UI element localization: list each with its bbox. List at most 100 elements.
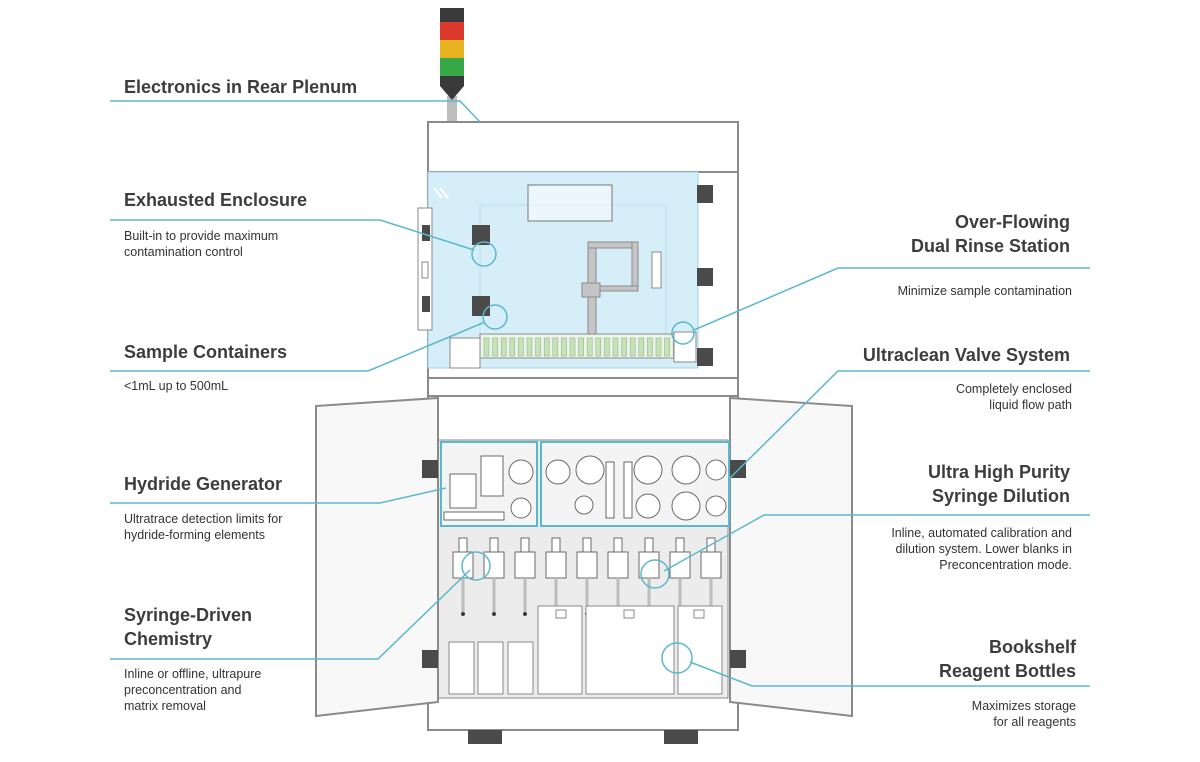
sample-tube	[638, 337, 645, 357]
callout-circle-syringe-chem	[461, 551, 491, 581]
callout-circle-dilution	[640, 559, 670, 589]
syringe-barrel	[489, 537, 499, 553]
glass-glint	[433, 187, 443, 199]
sample-tube	[500, 337, 507, 357]
sample-block	[449, 337, 481, 369]
callout-rinse-title: Over-Flowing Dual Rinse Station	[911, 210, 1070, 258]
callout-circle-sample	[482, 304, 508, 330]
sample-tube	[492, 337, 498, 357]
syringe-barrel	[613, 537, 623, 553]
rinse-station	[673, 331, 697, 363]
autosampler-bar	[587, 241, 639, 249]
callout-valve-desc: Completely enclosed liquid flow path	[956, 381, 1072, 413]
door-hinge	[422, 650, 438, 668]
valve-array	[545, 455, 727, 521]
title-line: Bookshelf	[988, 637, 1076, 657]
sample-tube	[629, 337, 636, 357]
desc-line: Built-in to provide maximum	[124, 229, 279, 243]
signal-tower	[440, 8, 464, 122]
side-latch	[422, 225, 430, 241]
callout-electronics-title: Electronics in Rear Plenum	[124, 77, 358, 97]
sample-tube	[647, 337, 653, 357]
tower-green-light	[440, 58, 464, 76]
valve	[633, 455, 663, 485]
sample-tube	[604, 337, 610, 357]
title-line: Ultra High Purity	[927, 462, 1070, 482]
bottle-cap	[555, 609, 567, 619]
syringe-barrel	[675, 537, 685, 553]
valve	[705, 459, 727, 481]
title-line: Over-Flowing	[954, 212, 1070, 232]
small-bottle	[448, 641, 475, 695]
valve-rail	[605, 461, 615, 519]
leader-electronics	[110, 100, 481, 123]
hydride-pump	[480, 455, 504, 497]
desc-line: <1mL up to 500mL	[124, 379, 229, 393]
desc-line: hydride-forming elements	[124, 528, 266, 542]
callout-bookshelf-title: Bookshelf Reagent Bottles	[939, 635, 1076, 683]
valve-panel	[540, 441, 730, 527]
exhausted-enclosure	[417, 171, 739, 379]
syringe-barrel	[644, 537, 654, 553]
sample-tube	[586, 337, 593, 357]
bottle-cap	[693, 609, 705, 619]
sample-tube	[552, 337, 559, 357]
hydride-valve	[508, 459, 534, 485]
tower-cone	[440, 86, 464, 100]
tower-amber-light	[440, 40, 464, 58]
syringe-pump	[669, 551, 691, 579]
desc-line: Inline or offline, ultrapure	[124, 667, 262, 681]
door-hinge	[730, 650, 746, 668]
desc-line: Minimize sample contamination	[897, 284, 1072, 298]
lower-cabinet	[315, 395, 853, 744]
right-door	[729, 396, 853, 718]
enclosure-latch	[472, 225, 490, 245]
side-panel-window	[421, 261, 429, 279]
desc-line: Ultratrace detection limits for	[124, 512, 283, 526]
syringe-array	[452, 537, 722, 616]
syringe-pump	[638, 551, 660, 579]
desc-line: Maximizes storage	[971, 699, 1076, 713]
desc-line: for all reagents	[993, 715, 1076, 729]
cabinet-ledge	[427, 377, 739, 397]
large-bottle	[537, 605, 583, 695]
sample-tube	[543, 337, 550, 357]
sample-tube	[518, 337, 524, 357]
callout-bookshelf-desc: Maximizes storage for all reagents	[972, 698, 1076, 730]
syringe-dot	[492, 612, 496, 616]
desc-line: matrix removal	[124, 699, 206, 713]
syringe-pump	[545, 551, 567, 579]
callout-hydride-desc: Ultratrace detection limits for hydride-…	[124, 511, 282, 543]
callout-circle-exhausted	[471, 241, 497, 267]
syringe-dot	[523, 612, 527, 616]
syringe-pump	[700, 551, 722, 579]
tower-cap	[440, 8, 464, 22]
sample-tube	[569, 337, 576, 357]
syringe-barrel	[551, 537, 561, 553]
sample-tube	[483, 337, 490, 357]
autosampler-head	[581, 282, 601, 298]
title-line: Syringe Dilution	[931, 486, 1070, 506]
hydride-valve	[510, 497, 532, 519]
callout-sample-desc: <1mL up to 500mL	[124, 378, 228, 394]
hydride-pump	[449, 473, 477, 509]
enclosure-latch	[472, 296, 490, 316]
sample-tube	[561, 337, 567, 357]
syringe-pump	[514, 551, 536, 579]
autosampler-probe	[631, 241, 639, 291]
syringe-barrel	[582, 537, 592, 553]
leader-exhausted	[110, 219, 475, 251]
valve	[705, 495, 727, 517]
syringe-barrel	[458, 537, 468, 553]
small-bottle	[477, 641, 504, 695]
desc-line: Preconcentration mode.	[939, 558, 1072, 572]
callout-exhausted-desc: Built-in to provide maximum contaminatio…	[124, 228, 278, 260]
tower-base	[440, 76, 464, 86]
callout-circle-bookshelf	[661, 642, 693, 674]
valve	[545, 459, 571, 485]
desc-line: Inline, automated calibration and	[891, 526, 1072, 540]
leader-dilution	[663, 514, 1090, 572]
syringe-pump	[607, 551, 629, 579]
sample-tube	[509, 337, 516, 357]
reagent-bottles	[448, 605, 723, 695]
